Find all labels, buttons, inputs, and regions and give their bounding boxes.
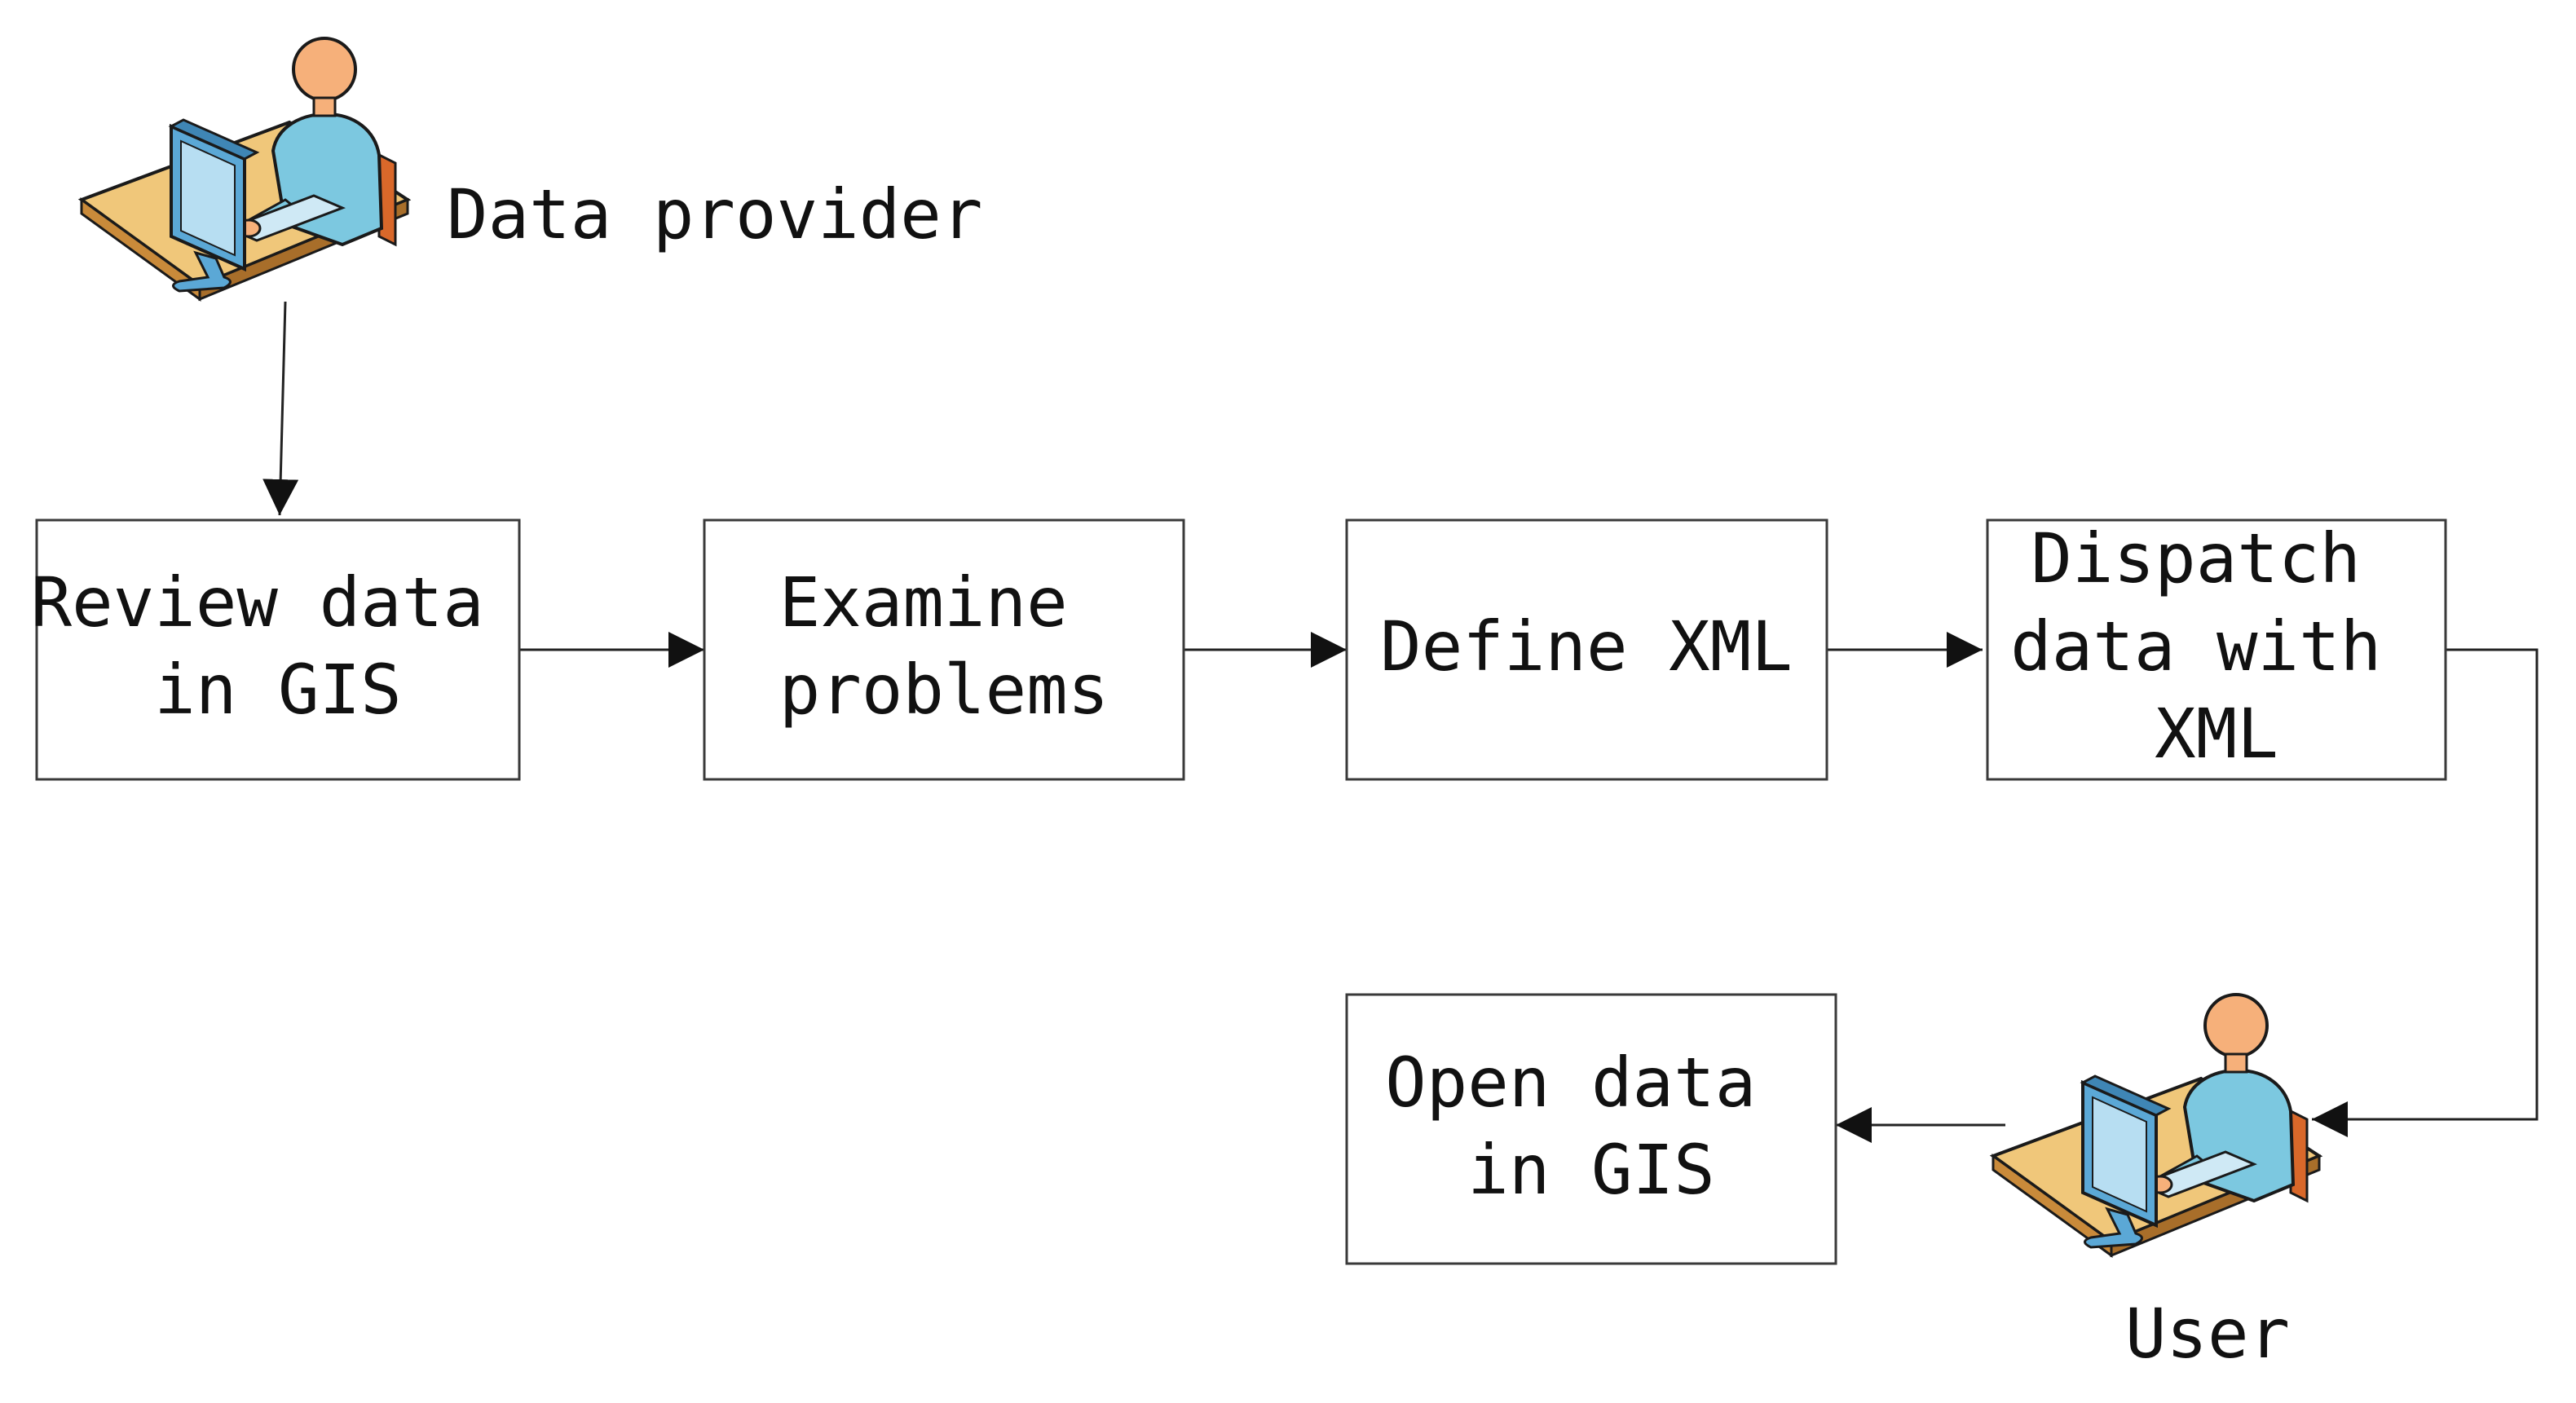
step-define-xml: Define XML	[1345, 518, 1828, 781]
step-review-data: Review data in GIS	[31, 518, 526, 781]
step-dispatch-line-2: data with	[2010, 607, 2381, 686]
step-review-line-2: in GIS	[154, 650, 401, 730]
step-examine-problems: Examine problems	[703, 518, 1185, 781]
arrow-provider-to-review	[262, 301, 299, 516]
step-review-line-1: Review data	[31, 563, 484, 642]
step-dispatch-line-3: XML	[2155, 694, 2278, 774]
svg-text:Review data in GIS: Review data in GIS	[31, 563, 526, 730]
svg-text:Examine problems: Examine problems	[779, 563, 1109, 730]
step-dispatch-data: Dispatch data with XML	[1986, 518, 2447, 781]
user-person-icon	[1992, 993, 2321, 1257]
svg-text:Define XML: Define XML	[1380, 607, 1793, 686]
step-open-line-1: Open data	[1385, 1043, 1756, 1123]
arrow-dispatch-to-user	[2312, 648, 2539, 1137]
step-open-data: Open data in GIS	[1345, 993, 1837, 1265]
step-examine-line-2: problems	[779, 650, 1109, 730]
step-open-line-2: in GIS	[1467, 1130, 1714, 1210]
provider-label: Data provider	[447, 174, 982, 254]
step-dispatch-line-1: Dispatch	[2031, 518, 2361, 598]
provider-person-icon	[80, 37, 409, 301]
step-define-line-1: Define XML	[1380, 607, 1793, 686]
user-label: User	[2125, 1294, 2290, 1374]
svg-text:Dispatch data with: Dispatch data with XML	[2010, 518, 2423, 774]
step-examine-line-1: Examine	[779, 563, 1068, 642]
svg-text:Open data in GIS: Open data in GIS	[1385, 1043, 1797, 1210]
